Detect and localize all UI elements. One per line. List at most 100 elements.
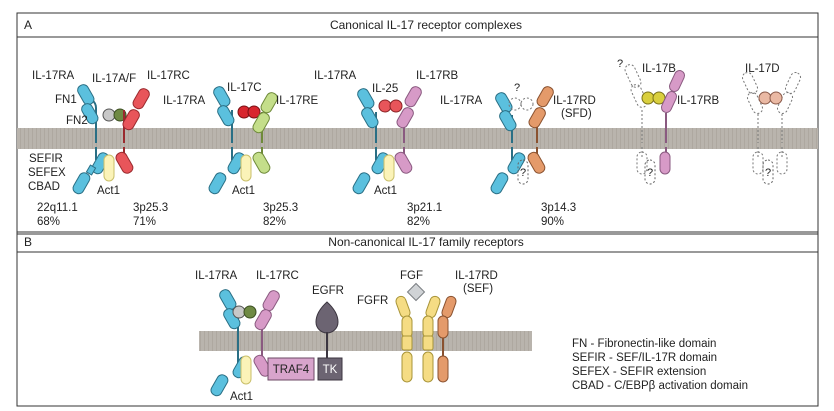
il17re-receptor — [252, 92, 278, 174]
il17rc-receptor — [253, 290, 280, 377]
il17d-ligand — [758, 91, 772, 105]
unknown-receptor — [741, 72, 802, 175]
legend-entry: CBAD - C/EBPβ activation domain — [572, 380, 748, 392]
act1-adaptor — [240, 355, 252, 385]
locus-pct: 82% — [263, 216, 286, 228]
tk-box — [317, 357, 343, 381]
complex-il17d: ? IL-17D — [741, 63, 802, 185]
il17ra-label: IL-17RA — [32, 70, 75, 82]
fgf-label: FGF — [400, 270, 423, 282]
legend-entry: SEFIR - SEF/IL-17R domain — [572, 352, 717, 364]
il17rc-label: IL-17RC — [256, 270, 299, 282]
traf4-box — [267, 357, 315, 381]
il17ra-receptor — [72, 84, 110, 195]
il17c-ligand — [247, 105, 261, 119]
il17ra-label: IL-17RA — [440, 95, 483, 107]
il17rb-receptor — [659, 70, 686, 175]
il17a-ligand-left — [102, 108, 116, 122]
fn2-label: FN2 — [66, 115, 88, 127]
il17ra-label: IL-17RA — [314, 70, 357, 82]
panel-b-letter: B — [24, 235, 32, 249]
fn1-label: FN1 — [55, 94, 77, 106]
unknown-adaptor — [517, 159, 529, 185]
il17d-label: IL-17D — [745, 63, 780, 75]
sefir-label: SEFIR — [29, 153, 63, 165]
act1-label: Act1 — [232, 185, 255, 197]
sefex-label: SEFEX — [28, 167, 66, 179]
il17rb-receptor — [394, 86, 422, 174]
act1-adaptor — [103, 154, 115, 182]
il17rb-label: IL-17RB — [416, 70, 459, 82]
il17ra-receptor — [208, 86, 246, 195]
panel-b-frame — [16, 231, 819, 407]
il25-label: IL-25 — [372, 83, 398, 95]
locus-band: 3p21.1 — [407, 202, 442, 214]
il17ra-receptor — [490, 92, 526, 195]
egfr-receptor — [315, 301, 339, 358]
unknown-adaptor — [644, 159, 656, 185]
il17rd-label: IL-17RD — [553, 95, 596, 107]
fgf-diamond — [406, 282, 426, 302]
il17rc-receptor — [115, 88, 150, 174]
unknown-receptor — [624, 64, 648, 175]
act1-label: Act1 — [230, 391, 253, 403]
sfd-label: (SFD) — [561, 108, 592, 120]
il17rd-receptor — [437, 295, 457, 383]
il17ra-label: IL-17RA — [195, 270, 238, 282]
traf4-label: TRAF4 — [273, 364, 310, 376]
unknown-adaptor — [762, 159, 774, 185]
egfr-label: EGFR — [312, 285, 344, 297]
domain-legend: FN - Fibronectin-like domain SEFIR - SEF… — [572, 338, 748, 392]
panel-a-frame — [16, 12, 819, 235]
locus-band: 3p25.3 — [263, 202, 298, 214]
complex-il17ra-il17re: IL-17RA IL-17C IL-17RE Act1 3p25.3 82% — [163, 82, 319, 228]
membrane-b — [199, 331, 532, 351]
locus-band: 22q11.1 — [37, 202, 78, 214]
il17b-label: IL-17B — [642, 63, 676, 75]
panel-b: B Non-canonical IL-17 family receptors I… — [16, 231, 819, 407]
complex-il17ra-il17rc: IL-17RA IL-17A/F IL-17RC FN1 FN2 SEFIR S… — [28, 70, 190, 228]
membrane-a — [17, 128, 818, 149]
il17c-label: IL-17C — [227, 82, 262, 94]
locus-pct: 71% — [133, 216, 156, 228]
il25-ligand — [389, 99, 403, 113]
act1-adaptor — [240, 154, 252, 182]
legend-entry: SEFEX - SEFIR extension — [572, 366, 706, 378]
fgfr-label: FGFR — [357, 295, 388, 307]
unknown-adaptor-mark: ? — [765, 167, 771, 179]
panel-a-letter: A — [24, 18, 32, 32]
act1-label: Act1 — [97, 185, 120, 197]
il17d-ligand — [769, 91, 783, 105]
legend-entry: FN - Fibronectin-like domain — [572, 338, 716, 350]
il17a-ligand-right — [243, 305, 257, 319]
act1-adaptor — [383, 154, 395, 182]
unknown-ligand-mark: ? — [514, 82, 520, 94]
il17b-ligand — [641, 91, 655, 105]
il17rd-receptor — [527, 86, 554, 174]
cbad-label: CBAD — [28, 181, 60, 193]
locus-band: 3p14.3 — [541, 202, 576, 214]
il17ra-receptor — [210, 289, 251, 397]
panel-a: A Canonical IL-17 receptor complexes — [16, 12, 819, 235]
il17rb-label: IL-17RB — [677, 95, 720, 107]
sef-label: (SEF) — [463, 283, 493, 295]
complex-il17ra-il17rd: ? IL-17RA ? IL-17RD (SFD) 3p14.3 90% — [440, 82, 596, 228]
il17rc-label: IL-17RC — [147, 70, 190, 82]
fgfr-receptor — [395, 295, 441, 383]
il25-ligand — [378, 99, 392, 113]
il17ra-receptor — [352, 88, 390, 195]
il17ra-label: IL-17RA — [163, 95, 206, 107]
unknown-adaptor-mark: ? — [647, 167, 653, 179]
panel-b-title: Non-canonical IL-17 family receptors — [328, 235, 523, 249]
unknown-receptor-mark: ? — [617, 58, 623, 70]
complex-il17b-il17rb: ? ? IL-17B IL-17RB — [617, 58, 720, 185]
unknown-ligand — [520, 97, 534, 111]
tk-label: TK — [323, 364, 338, 376]
locus-pct: 82% — [407, 216, 430, 228]
locus-pct: 68% — [37, 216, 60, 228]
il17af-label: IL-17A/F — [92, 73, 136, 85]
il17rd-label: IL-17RD — [455, 270, 498, 282]
locus-band: 3p25.3 — [133, 202, 168, 214]
il17re-label: IL-17RE — [276, 95, 319, 107]
